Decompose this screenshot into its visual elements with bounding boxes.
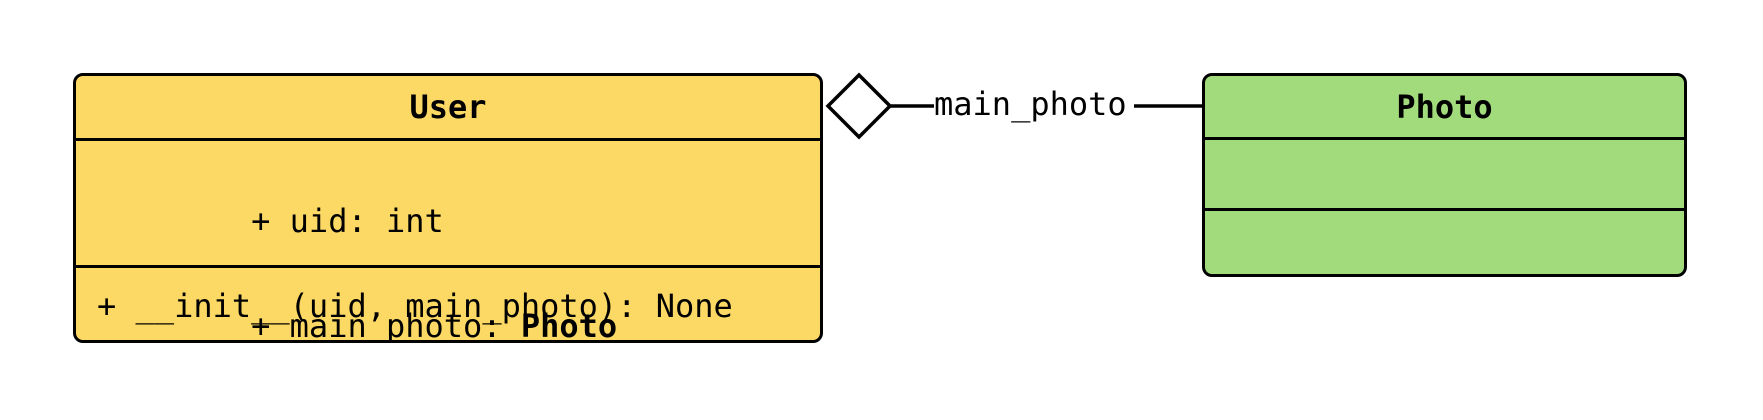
attribute-main-photo-type: Photo — [520, 307, 618, 343]
attribute-uid: + uid: int — [97, 169, 820, 274]
class-box-photo: Photo — [1202, 73, 1687, 277]
attribute-main-photo: + main_photo: Photo — [97, 274, 820, 343]
class-user-methods: + __init__(uid, main_photo): None — [76, 268, 820, 339]
class-user-title: User — [409, 88, 487, 126]
class-user-header: User — [76, 76, 820, 141]
class-box-user: User + uid: int + main_photo: Photo + __… — [73, 73, 823, 343]
class-user-attributes: + uid: int + main_photo: Photo — [76, 141, 820, 340]
attribute-uid-text: + uid: int — [251, 202, 444, 240]
class-photo-title: Photo — [1396, 87, 1493, 126]
method-init: + __init__(uid, main_photo): None — [97, 287, 733, 325]
relationship-label: main_photo — [934, 85, 1127, 123]
aggregation-connector — [825, 72, 1202, 140]
class-photo-header: Photo — [1205, 76, 1684, 140]
aggregation-diamond-icon — [825, 72, 893, 140]
class-photo-attributes — [1205, 140, 1684, 211]
attribute-main-photo-text: + main_photo: — [251, 307, 521, 343]
class-photo-methods — [1205, 211, 1684, 273]
